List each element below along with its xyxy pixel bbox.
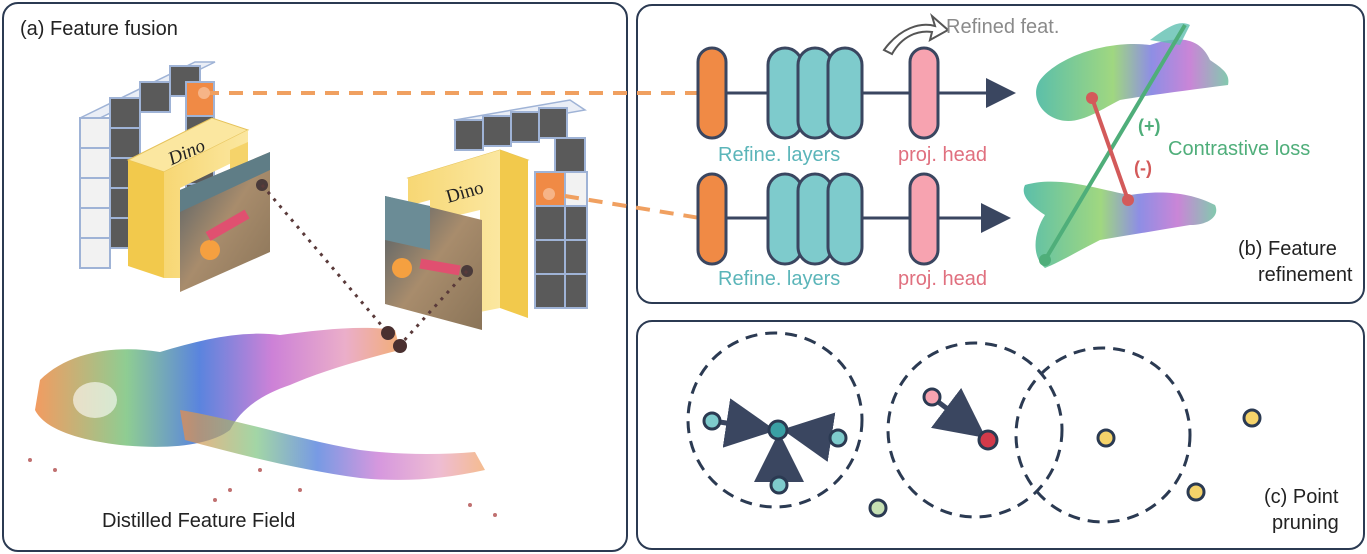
feature-point-left (198, 87, 210, 99)
curved-arrow-icon (882, 12, 950, 56)
input-image-left (180, 152, 270, 292)
pruning-points (702, 387, 1262, 518)
input-image-right (385, 196, 482, 330)
panel-a-title: (a) Feature fusion (20, 18, 178, 40)
projection-rays (260, 184, 469, 347)
panel-c-title-line2: pruning (1272, 512, 1339, 534)
panel-b-title-line2: refinement (1258, 264, 1353, 286)
panel-b-title-line1: (b) Feature (1238, 238, 1337, 260)
refine-pipeline-top (696, 46, 1016, 140)
negative-pair-label: (-) (1134, 158, 1152, 178)
feature-point-right (543, 188, 555, 200)
feature-connectors (205, 91, 701, 220)
refined-feat-label: Refined feat. (946, 16, 1060, 38)
proj-head-label-top: proj. head (898, 144, 987, 166)
proj-head-label-bottom: proj. head (898, 268, 987, 290)
distilled-feature-field (28, 326, 497, 517)
pruning-circles (686, 331, 1192, 524)
feature-grid-left (79, 61, 216, 269)
feature-refinement-panel (636, 4, 1365, 304)
distilled-field-label: Distilled Feature Field (102, 510, 296, 532)
positive-pair-label: (+) (1138, 116, 1161, 136)
refined-cloud-bottom (1023, 181, 1217, 268)
dino-block-right (406, 149, 530, 318)
refine-layers-label-top: Refine. layers (718, 144, 841, 166)
refined-cloud-top (1036, 23, 1229, 121)
contrastive-lines (1039, 23, 1187, 266)
panel-c-title-line1: (c) Point (1264, 486, 1339, 508)
refine-layers-label-bottom: Refine. layers (718, 268, 841, 290)
feature-grid-right (453, 99, 588, 309)
refine-pipeline-bottom (696, 172, 1011, 266)
contrastive-loss-label: Contrastive loss (1168, 138, 1311, 160)
